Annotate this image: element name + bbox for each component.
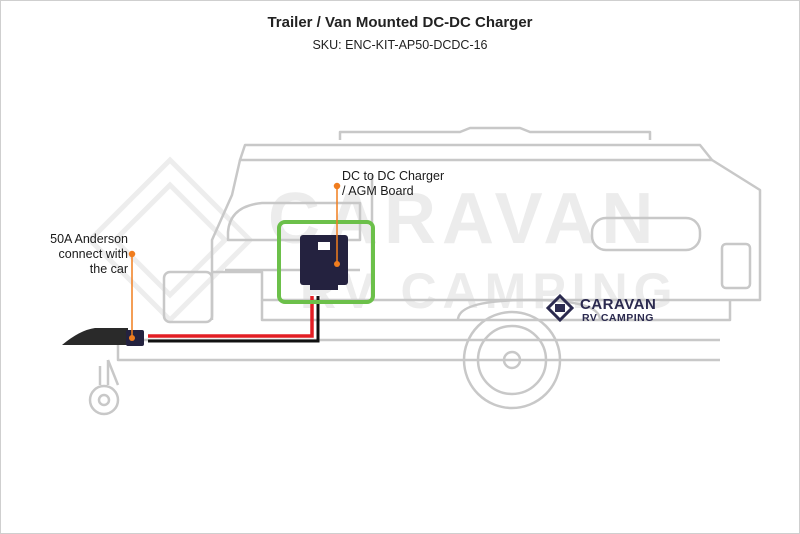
- hitch: [62, 328, 128, 345]
- jockey-wheel: [88, 360, 120, 416]
- watermark-line2: RV CAMPING: [300, 263, 679, 319]
- dc-dc-charger: [300, 235, 348, 290]
- anderson-label-line2: connect with: [58, 247, 128, 261]
- charger-highlight: [277, 220, 375, 304]
- anderson-label-line1: 50A Anderson: [50, 232, 128, 246]
- trailer-outline: [98, 126, 762, 386]
- logo-line1: CARAVAN: [580, 296, 657, 313]
- cable-negative: [148, 296, 320, 343]
- logo-line2: RV CAMPING: [582, 312, 654, 324]
- anderson-label-line3: the car: [89, 262, 128, 276]
- cable-positive: [148, 296, 314, 338]
- charger-label-line1: DC to DC Charger: [342, 169, 445, 183]
- leader-lines: [128, 182, 341, 338]
- diagram-subtitle: SKU: ENC-KIT-AP50-DCDC-16: [312, 38, 488, 52]
- caravan-logo-icon: [545, 293, 575, 323]
- charger-label-line2: / AGM Board: [342, 184, 414, 198]
- diagram-title: Trailer / Van Mounted DC-DC Charger: [267, 14, 533, 31]
- charger-label: DC to DC Charger / AGM Board: [342, 169, 444, 199]
- anderson-plug: [126, 330, 144, 346]
- trailer-wheel: [462, 310, 562, 410]
- anderson-label: 50A Anderson connect with the car: [24, 232, 128, 277]
